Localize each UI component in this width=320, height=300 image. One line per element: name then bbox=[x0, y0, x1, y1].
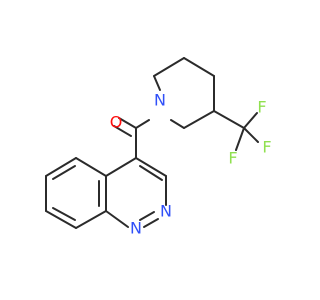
atom-label-layer: O N F F F N N bbox=[110, 91, 272, 238]
bond-n2-n1-inner bbox=[139, 211, 155, 221]
molecule-structure: O N F F F N N bbox=[45, 57, 272, 238]
bond-c7-c8-inner bbox=[52, 207, 76, 221]
bond-carbonyl-oxygen-double bbox=[113, 125, 132, 137]
bond-c4-c3 bbox=[135, 157, 167, 177]
bond-c4-c3-inner bbox=[139, 165, 163, 181]
bond-c5-c6-inner bbox=[52, 165, 76, 180]
bond-n2-n1 bbox=[143, 218, 159, 228]
atom-cinnoline-n2: N bbox=[160, 202, 172, 221]
bond-pip-c4-c5 bbox=[183, 57, 215, 77]
atom-piperidine-nitrogen: N bbox=[154, 91, 166, 110]
bond-pip-c6-n bbox=[153, 75, 161, 91]
atom-fluorine-3: F bbox=[228, 149, 237, 168]
atom-fluorine-2: F bbox=[262, 138, 271, 157]
bond-carbonyl-oxygen bbox=[118, 117, 137, 129]
bond-c7-c8 bbox=[45, 210, 77, 229]
bond-c8-c8a bbox=[75, 210, 107, 229]
bond-layer bbox=[45, 57, 259, 229]
atom-cinnoline-n1: N bbox=[130, 219, 142, 238]
bond-pip-c2-c3 bbox=[183, 110, 215, 129]
bond-c4a-c4 bbox=[105, 157, 137, 177]
bond-pip-n-c2 bbox=[170, 119, 185, 129]
bond-c5-c6 bbox=[45, 157, 77, 177]
bond-cf3-f3 bbox=[235, 127, 245, 151]
bond-c3-cf3 bbox=[213, 110, 245, 129]
bond-n1-c8a bbox=[105, 210, 129, 228]
bond-carbonyl-piperidine-n bbox=[135, 119, 150, 129]
atom-oxygen: O bbox=[110, 113, 123, 132]
atom-fluorine-1: F bbox=[257, 98, 266, 117]
bond-c4a-c5 bbox=[75, 157, 107, 177]
bond-pip-c5-c6 bbox=[153, 57, 185, 77]
bond-cf3-f1 bbox=[243, 112, 258, 129]
bond-cf3-f2 bbox=[243, 127, 259, 143]
